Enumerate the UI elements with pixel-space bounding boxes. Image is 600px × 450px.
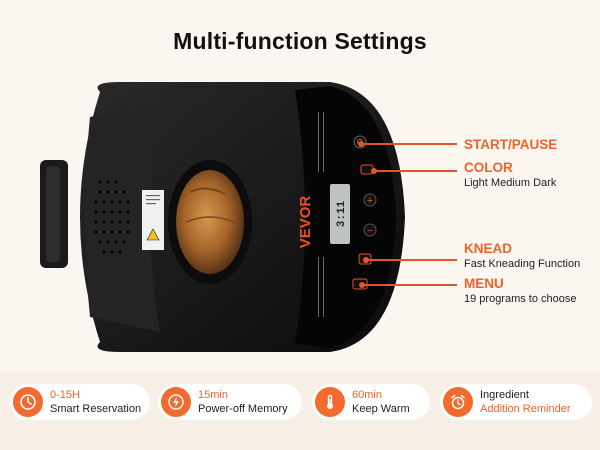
callout-heading: COLOR <box>464 160 513 175</box>
feature-reservation: 0-15H Smart Reservation <box>10 384 150 420</box>
color-leader <box>371 168 457 174</box>
feature-bar: 0-15H Smart Reservation 15min Power-off … <box>0 372 600 450</box>
feature-value: Addition Reminder <box>480 403 571 415</box>
feature-label: Ingredient <box>480 389 529 401</box>
feature-reminder: Ingredient Addition Reminder <box>440 384 592 420</box>
minus-button[interactable]: − <box>363 223 377 237</box>
menu-leader <box>359 282 457 288</box>
bread-maker-illustration: VEVOR 3:11 + − <box>40 82 405 352</box>
feature-value: 0-15H <box>50 389 80 401</box>
start-pause-leader <box>358 141 457 147</box>
bread-loaf <box>176 170 244 274</box>
callout-detail: Fast Kneading Function <box>464 258 581 270</box>
lightning-icon <box>161 387 191 417</box>
callout-heading: KNEAD <box>464 241 513 256</box>
callout-heading: MENU <box>464 276 504 291</box>
vent-holes <box>94 180 130 254</box>
page-title: Multi-function Settings <box>173 28 427 54</box>
lcd-display <box>330 184 350 244</box>
callout-detail: 19 programs to choose <box>464 293 577 305</box>
svg-text:+: + <box>367 195 373 207</box>
callout-color: COLOR Light Medium Dark <box>464 160 556 190</box>
thermometer-icon <box>315 387 345 417</box>
callout-menu: MENU 19 programs to choose <box>464 276 577 306</box>
feature-label: Power-off Memory <box>198 403 288 415</box>
brand-logo: VEVOR <box>297 196 314 249</box>
callout-detail: Light Medium Dark <box>464 177 557 189</box>
feature-label: Smart Reservation <box>50 403 142 415</box>
knead-leader <box>363 257 457 263</box>
clock-icon <box>13 387 43 417</box>
callout-heading: START/PAUSE <box>464 137 558 152</box>
feature-value: 60min <box>352 389 382 401</box>
feature-label: Keep Warm <box>352 403 410 415</box>
feature-keep-warm: 60min Keep Warm <box>312 384 430 420</box>
feature-value: 15min <box>198 389 228 401</box>
plus-button[interactable]: + <box>363 193 377 207</box>
callout-knead: KNEAD Fast Kneading Function <box>464 241 580 271</box>
lcd-time: 3:11 <box>336 200 348 227</box>
feature-memory: 15min Power-off Memory <box>158 384 302 420</box>
alarm-icon <box>443 387 473 417</box>
svg-text:−: − <box>367 225 373 237</box>
warning-label <box>142 190 164 250</box>
callout-start-pause: START/PAUSE <box>464 137 557 152</box>
